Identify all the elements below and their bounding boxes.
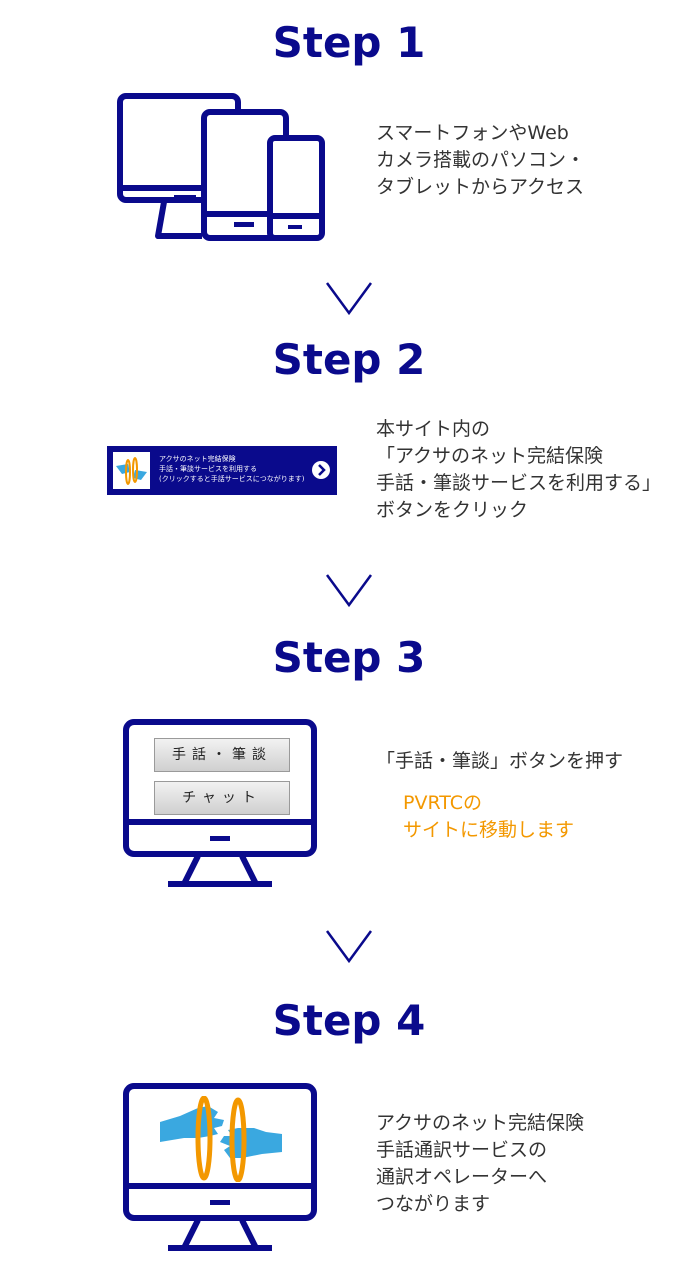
step-3-description: 「手話・筆談」ボタンを押す xyxy=(376,748,623,775)
chevron-down-icon xyxy=(325,282,373,316)
step-4-line: アクサのネット完結保険 xyxy=(376,1112,585,1134)
sign-language-service-banner-button[interactable]: アクサのネット完結保険 手話・筆談サービスを利用する (クリックすると手話サービ… xyxy=(107,446,337,495)
step-2-line: 手話・筆談サービスを利用する」 xyxy=(376,472,662,494)
chat-button[interactable]: チャット xyxy=(154,781,290,815)
step-4-line: 通訳オペレーターへ xyxy=(376,1166,548,1188)
sign-language-hands-icon xyxy=(160,1096,282,1182)
chevron-right-icon xyxy=(312,461,330,479)
chevron-down-icon xyxy=(325,574,373,608)
step-3-title: Step 3 xyxy=(272,633,426,682)
step-1-line: スマートフォンやWeb xyxy=(376,122,569,144)
step-2-line: ボタンをクリック xyxy=(376,499,529,521)
step-3-note-line: PVRTCの xyxy=(403,792,483,814)
banner-text: アクサのネット完結保険 手話・筆談サービスを利用する (クリックすると手話サービ… xyxy=(159,454,304,484)
monitor-icon xyxy=(123,719,317,887)
step-3-note: PVRTCの サイトに移動します xyxy=(403,790,574,844)
step-1-line: カメラ搭載のパソコン・ xyxy=(376,149,586,171)
banner-line: アクサのネット完結保険 xyxy=(159,455,236,463)
step-2-line: 本サイト内の xyxy=(376,418,491,440)
step-4-title: Step 4 xyxy=(272,996,426,1045)
step-3-line: 「手話・筆談」ボタンを押す xyxy=(376,750,624,772)
step-4-line: つながります xyxy=(376,1193,491,1215)
step-1-title: Step 1 xyxy=(272,18,426,67)
devices-icon xyxy=(117,93,325,241)
chevron-down-icon xyxy=(325,930,373,964)
step-1-description: スマートフォンやWeb カメラ搭載のパソコン・ タブレットからアクセス xyxy=(376,120,585,201)
sign-language-hands-icon xyxy=(113,452,150,489)
step-3-note-line: サイトに移動します xyxy=(403,819,575,841)
monitor-icon xyxy=(123,1083,317,1251)
step-4-description: アクサのネット完結保険 手話通訳サービスの 通訳オペレーターへ つながります xyxy=(376,1110,584,1218)
step-2-title: Step 2 xyxy=(272,335,426,384)
step-4-line: 手話通訳サービスの xyxy=(376,1139,548,1161)
step-2-description: 本サイト内の 「アクサのネット完結保険 手話・筆談サービスを利用する」 ボタンを… xyxy=(376,416,661,524)
step-2-line: 「アクサのネット完結保険 xyxy=(376,445,604,467)
banner-line: 手話・筆談サービスを利用する xyxy=(159,465,257,473)
banner-line: (クリックすると手話サービスにつながります) xyxy=(159,475,305,483)
step-1-line: タブレットからアクセス xyxy=(376,176,585,198)
sign-writing-button[interactable]: 手話・筆談 xyxy=(154,738,290,772)
